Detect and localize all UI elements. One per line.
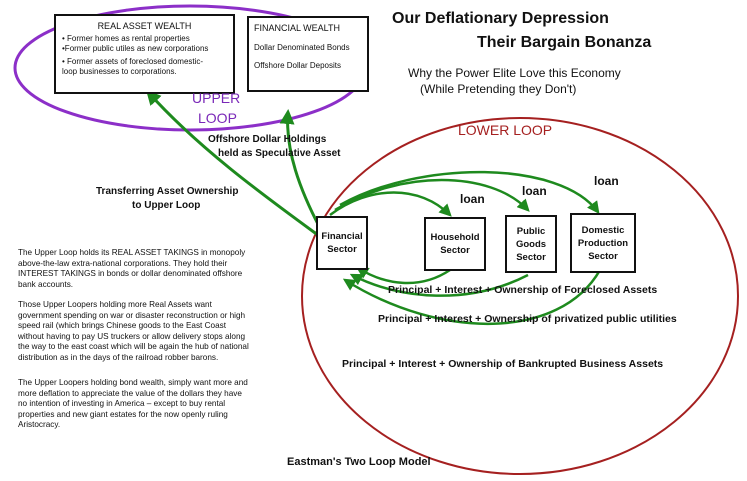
financial-wealth-box: FINANCIAL WEALTH Dollar Denominated Bond… (247, 16, 369, 92)
footer-caption: Eastman's Two Loop Model (287, 456, 431, 468)
paragraph-line: speed rail (which brings Chinese goods t… (18, 321, 226, 330)
paragraph-line: bank accounts. (18, 279, 74, 289)
paragraph-line: without having to pay US truckers or all… (18, 331, 246, 341)
flow-label-foreclosed: Principal + Interest + Ownership of Fore… (388, 284, 658, 296)
transfer-label-1: Transferring Asset Ownership (96, 186, 239, 197)
paragraph-line: The Upper Loopers holding bond wealth, s… (18, 378, 248, 387)
loan-label-2: loan (522, 184, 547, 198)
return-arrow-domestic (342, 269, 602, 325)
paragraph-line: the way to the east coast which will be … (18, 342, 249, 351)
subtitle-line-2: (While Pretending they Don't) (420, 82, 577, 96)
paragraph-upper-loop-holdings: The Upper Loop holds its REAL ASSET TAKI… (18, 248, 318, 290)
upper-loop-label-1: UPPER (192, 90, 241, 106)
flow-label-utilities: Principal + Interest + Ownership of priv… (378, 313, 677, 325)
financial-sector-label: Financial (321, 231, 363, 242)
household-sector-label: Sector (440, 245, 470, 256)
offshore-label-2: held as Speculative Asset (218, 148, 341, 159)
paragraph-line: The Upper Loop holds its REAL ASSET TAKI… (18, 248, 246, 257)
title-line-1: Our Deflationary Depression (392, 10, 609, 27)
real-asset-item: •Former public utiles as new corporation… (62, 44, 209, 53)
domestic-production-sector-label: Production (577, 237, 629, 249)
title-line-2: Their Bargain Bonanza (477, 34, 652, 51)
paragraph-line: no intention of investing in America – e… (18, 399, 226, 408)
transfer-label-2: to Upper Loop (132, 200, 201, 211)
loan-arrow-public (334, 178, 530, 212)
real-asset-item: • Former homes as rental properties (62, 34, 190, 43)
lower-loop-ellipse (301, 117, 739, 475)
real-asset-item: • Former assets of foreclosed domestic- (62, 57, 204, 66)
paragraph-line: distribution as in the days of the railr… (18, 352, 219, 362)
upper-loop-label-2: LOOP (198, 110, 237, 126)
financial-wealth-title: FINANCIAL WEALTH (254, 23, 341, 33)
paragraph-line: Those Upper Loopers holding more Real As… (18, 300, 212, 309)
paragraph-line: government spending on war or disaster r… (18, 310, 246, 320)
loan-label-1: loan (460, 192, 485, 206)
domestic-production-sector-box: Domestic Production Sector (570, 213, 636, 273)
offshore-arrow (279, 109, 322, 229)
public-goods-sector-label: Sector (516, 251, 546, 263)
paragraph-line: Aristocracy. (18, 420, 61, 429)
real-asset-wealth-title: REAL ASSET WEALTH (97, 21, 192, 31)
real-asset-item: loop businesses to corporations. (62, 67, 177, 76)
real-asset-wealth-box: REAL ASSET WEALTH • Former homes as rent… (54, 14, 235, 94)
lower-loop-label: LOWER LOOP (458, 122, 553, 138)
household-sector-label: Household (430, 232, 480, 243)
flow-label-business: Principal + Interest + Ownership of Bank… (342, 358, 664, 370)
return-arrow-household (355, 266, 451, 285)
financial-sector-box: Financial Sector (316, 216, 368, 270)
transfer-arrow (145, 89, 323, 240)
public-goods-sector-label: Goods (515, 238, 547, 250)
return-arrow-public (349, 273, 529, 297)
paragraph-line: more deflation to appreciate the value o… (18, 388, 242, 398)
financial-wealth-item: Dollar Denominated Bonds (254, 43, 350, 52)
paragraph-line: properties and new giant estates for the… (18, 409, 228, 419)
offshore-label-1: Offshore Dollar Holdings (208, 134, 327, 145)
subtitle-line-1: Why the Power Elite Love this Economy (408, 66, 621, 80)
paragraph-line: INTEREST TAKINGS in bonds or dollar deno… (18, 269, 243, 278)
domestic-production-sector-label: Sector (588, 250, 618, 262)
financial-wealth-item: Offshore Dollar Deposits (254, 61, 341, 70)
paragraph-real-asset-loopers: Those Upper Loopers holding more Real As… (18, 300, 328, 363)
paragraph-bond-loopers: The Upper Loopers holding bond wealth, s… (18, 378, 328, 431)
domestic-production-sector-label: Domestic (581, 224, 625, 236)
loan-arrow-domestic (339, 170, 600, 215)
public-goods-sector-label: Public (516, 225, 546, 237)
financial-sector-label: Sector (327, 244, 357, 255)
public-goods-sector-box: Public Goods Sector (505, 215, 557, 273)
loan-label-3: loan (594, 174, 619, 188)
paragraph-line: above-the-law extra-national corporation… (18, 258, 228, 268)
household-sector-box: Household Sector (424, 217, 486, 271)
